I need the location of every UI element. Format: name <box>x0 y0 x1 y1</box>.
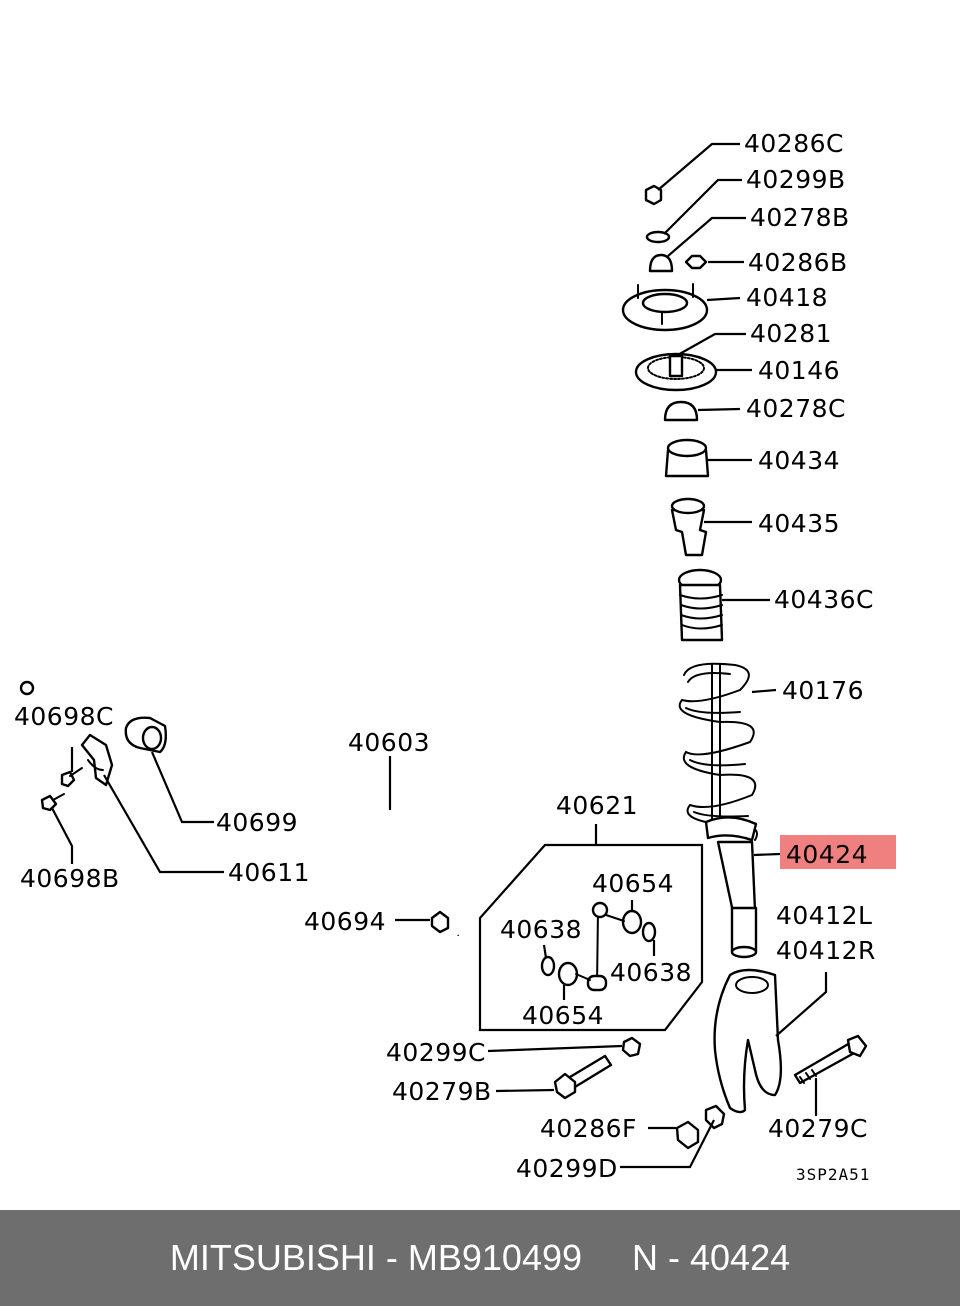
part-40299D[interactable] <box>704 1104 726 1130</box>
part-40436C[interactable] <box>677 568 724 642</box>
part-40435[interactable] <box>670 497 708 557</box>
label-40279C[interactable]: 40279C <box>768 1114 868 1143</box>
part-40611[interactable] <box>80 733 114 787</box>
part-40654-upper[interactable] <box>621 909 643 935</box>
part-40176[interactable] <box>678 662 758 842</box>
part-40418[interactable] <box>621 283 709 332</box>
part-40279B[interactable] <box>553 1054 613 1100</box>
label-40299D[interactable]: 40299D <box>516 1154 618 1183</box>
label-40603[interactable]: 40603 <box>348 728 430 757</box>
label-40694[interactable]: 40694 <box>304 907 386 936</box>
label-40435[interactable]: 40435 <box>758 509 840 538</box>
label-40278C[interactable]: 40278C <box>746 394 846 423</box>
label-40278B[interactable]: 40278B <box>750 203 850 232</box>
label-40418[interactable]: 40418 <box>746 283 828 312</box>
part-40424[interactable] <box>716 840 758 959</box>
part-40286F[interactable] <box>675 1120 700 1150</box>
part-40279C[interactable] <box>793 1034 868 1085</box>
label-40621[interactable]: 40621 <box>556 791 638 820</box>
label-40434[interactable]: 40434 <box>758 446 840 475</box>
label-40299C[interactable]: 40299C <box>386 1038 486 1067</box>
part-40638-lower[interactable] <box>540 955 556 977</box>
part-40146[interactable] <box>634 352 718 392</box>
part-40603[interactable] <box>19 670 481 936</box>
label-40279B[interactable]: 40279B <box>392 1077 492 1106</box>
part-40434[interactable] <box>664 438 710 478</box>
label-40286C[interactable]: 40286C <box>744 129 844 158</box>
part-40621[interactable] <box>586 901 609 992</box>
label-40286F[interactable]: 40286F <box>540 1114 637 1143</box>
label-40412R[interactable]: 40412R <box>776 936 876 965</box>
footer-bar: MITSUBISHI - MB910499 N - 40424 <box>0 1210 960 1306</box>
part-40698B[interactable] <box>40 793 65 812</box>
part-40278B[interactable] <box>648 253 674 273</box>
label-40699[interactable]: 40699 <box>216 808 298 837</box>
label-40611[interactable]: 40611 <box>228 858 310 887</box>
label-40654-upper[interactable]: 40654 <box>592 869 674 898</box>
footer-part-info: MITSUBISHI - MB910499 N - 40424 <box>169 1237 791 1278</box>
part-40694[interactable] <box>430 910 450 934</box>
parts-diagram: 40286C 40299B 40278B 40286B 40418 40281 … <box>14 129 896 1184</box>
part-40698C[interactable] <box>60 767 83 788</box>
label-40176[interactable]: 40176 <box>782 676 864 705</box>
part-40286C[interactable] <box>644 184 663 206</box>
leader-lines <box>51 142 828 1169</box>
label-40436C[interactable]: 40436C <box>774 585 874 614</box>
label-40286B[interactable]: 40286B <box>748 248 848 277</box>
label-40638-left[interactable]: 40638 <box>500 915 582 944</box>
part-40699[interactable] <box>124 716 168 754</box>
part-40286B[interactable] <box>684 254 708 270</box>
part-40299C[interactable] <box>621 1036 642 1058</box>
label-40698C[interactable]: 40698C <box>14 702 114 731</box>
highlight-box <box>780 835 896 869</box>
label-40424[interactable]: 40424 <box>786 840 868 869</box>
label-40654-lower[interactable]: 40654 <box>522 1001 604 1030</box>
label-40698B[interactable]: 40698B <box>20 864 120 893</box>
label-40146[interactable]: 40146 <box>758 356 840 385</box>
part-40278C[interactable] <box>663 400 699 422</box>
part-40299B[interactable] <box>645 230 671 244</box>
part-40654-lower[interactable] <box>557 961 579 987</box>
label-40412L[interactable]: 40412L <box>776 901 872 930</box>
diagram-code: 3SP2A51 <box>796 1165 870 1184</box>
label-40299B[interactable]: 40299B <box>746 165 846 194</box>
link-assembly-outline <box>478 843 704 1032</box>
label-40638-right[interactable]: 40638 <box>610 958 692 987</box>
label-40281[interactable]: 40281 <box>750 319 832 348</box>
part-40412[interactable] <box>713 968 783 1114</box>
part-40638-upper[interactable] <box>641 921 657 943</box>
